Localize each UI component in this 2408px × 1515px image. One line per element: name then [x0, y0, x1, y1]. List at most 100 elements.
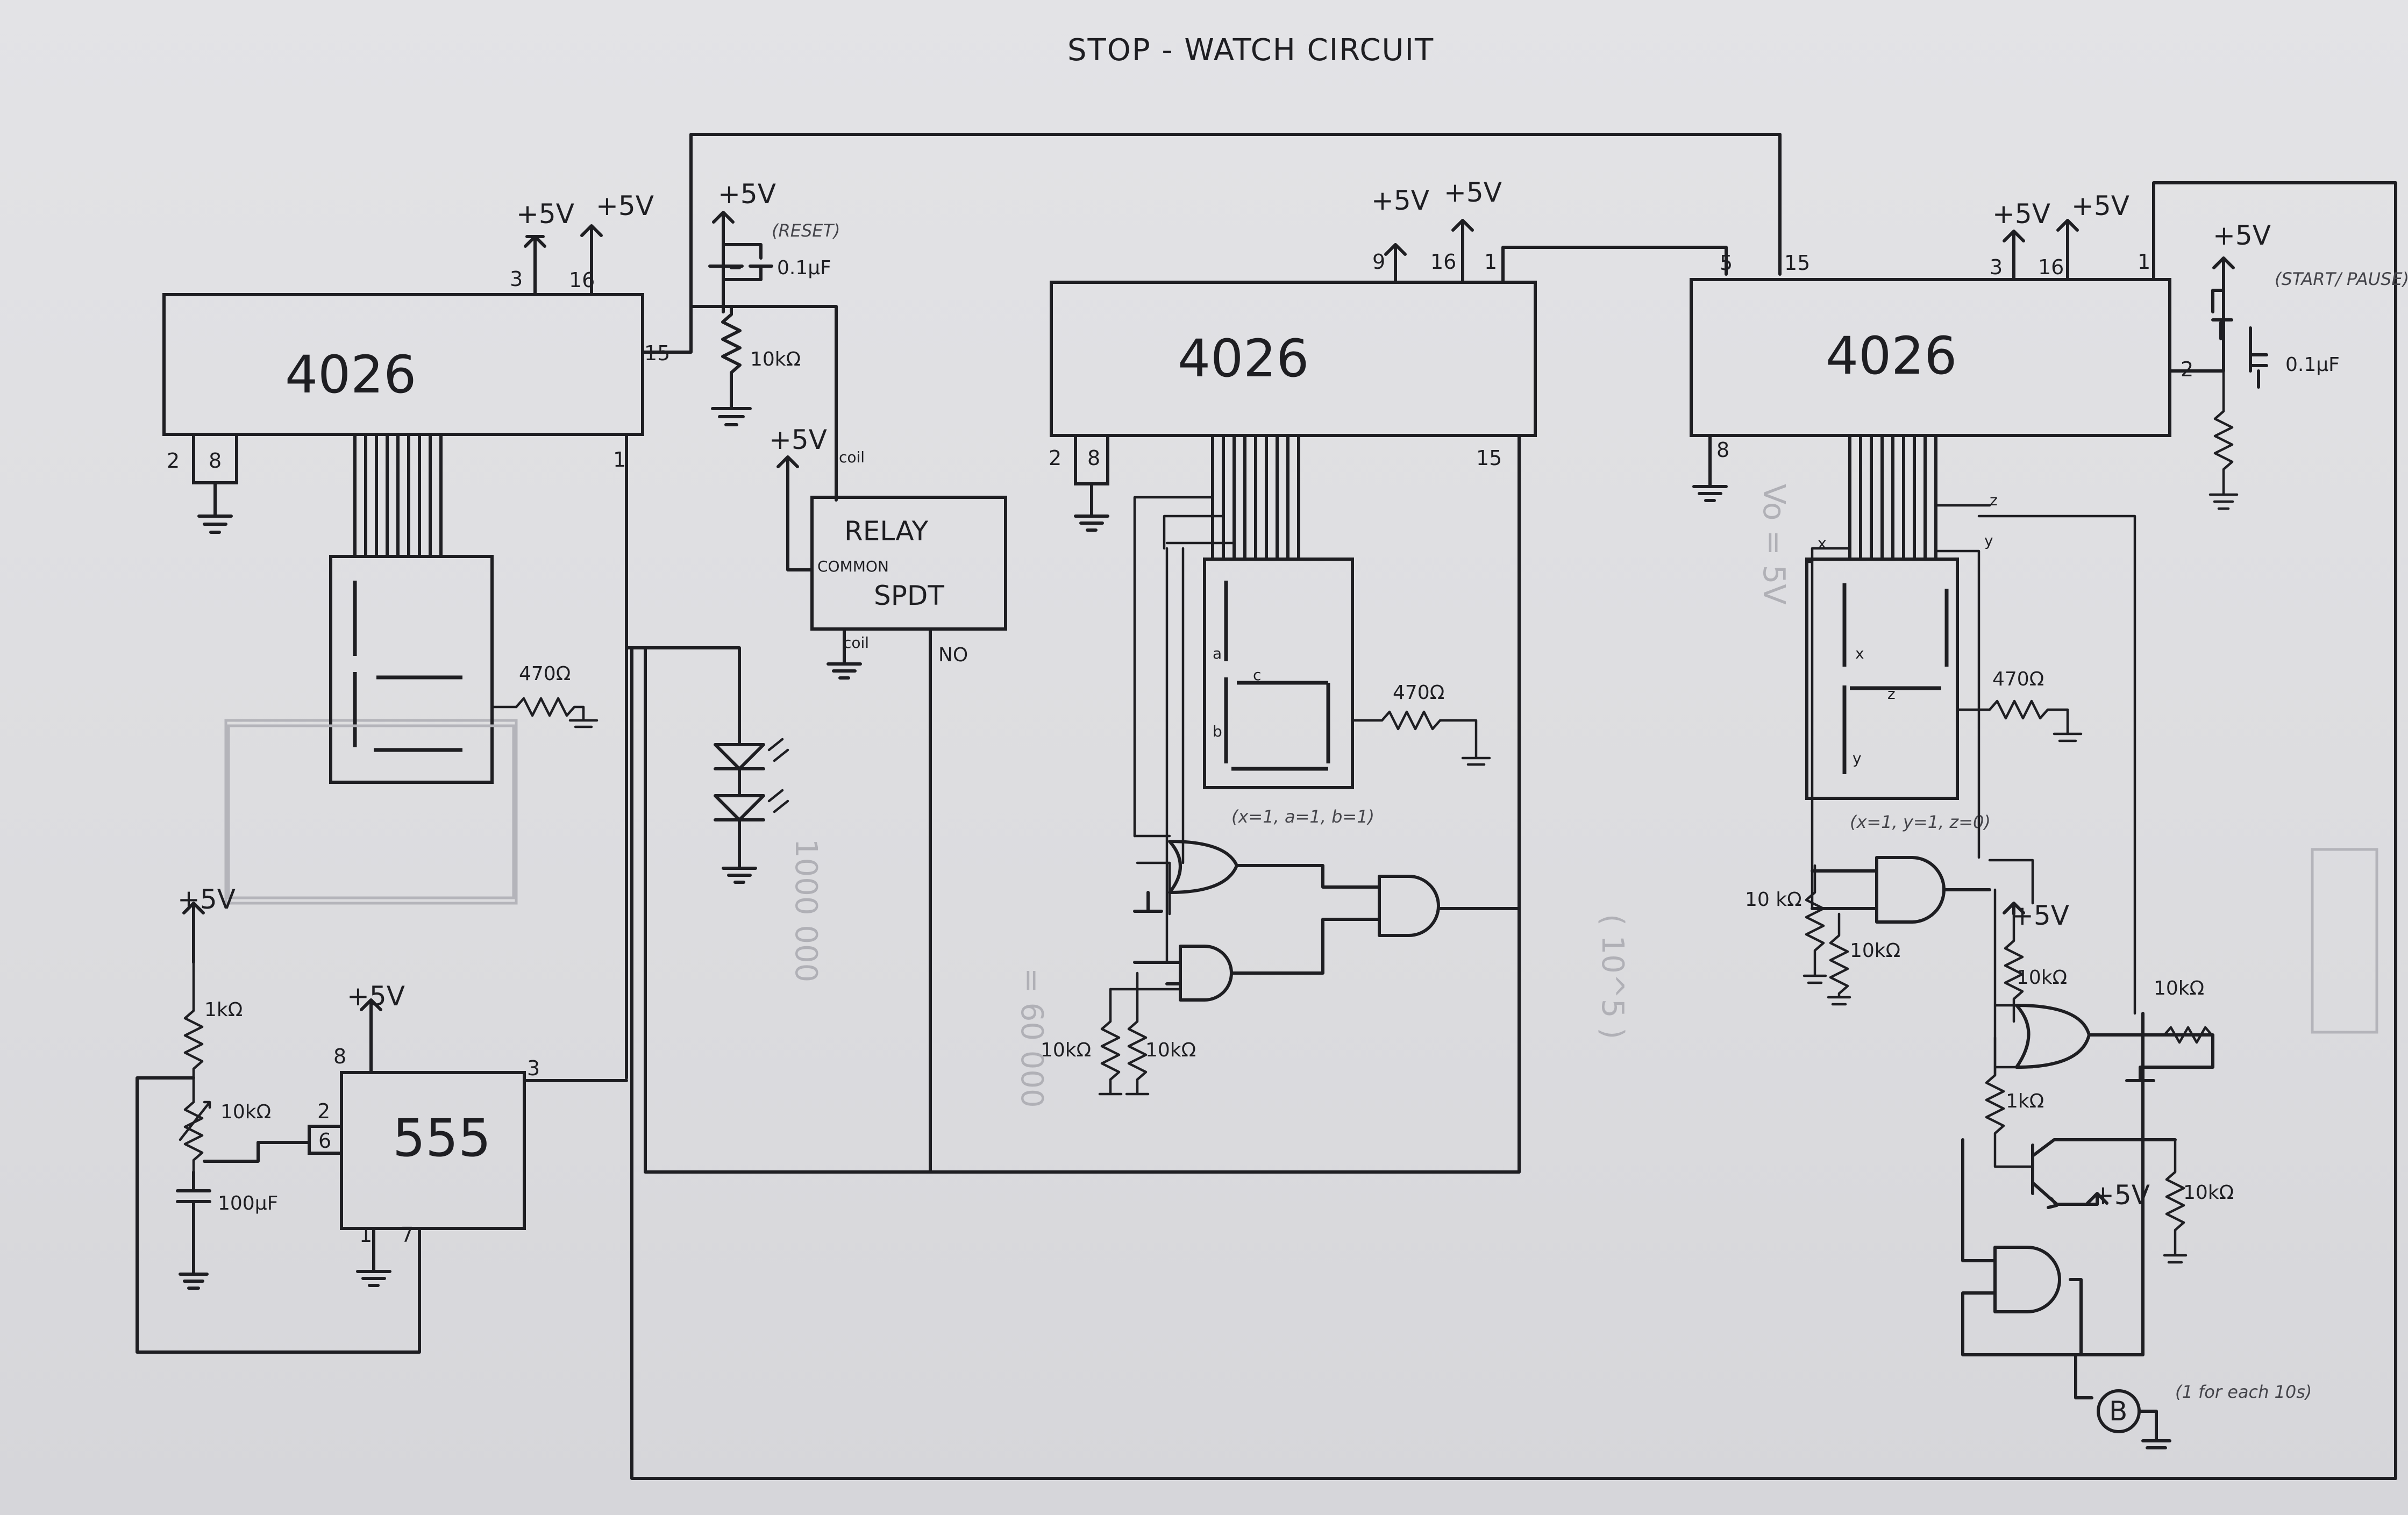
relay: RELAY SPDT COMMON coil coil NO +5V: [769, 424, 1007, 1174]
reset-label: (RESET): [772, 220, 840, 241]
vplus-label: +5V: [596, 190, 654, 221]
timer-label: 555: [393, 1108, 491, 1168]
svg-text:16: 16: [1430, 250, 1456, 274]
resistor-470-2: 470Ω: [1393, 682, 1444, 704]
svg-text:SPDT: SPDT: [874, 580, 944, 611]
timer-capacitor: 100µF: [218, 1192, 278, 1214]
resistor-and-a: 10kΩ: [1041, 1039, 1091, 1061]
resistor-emitter: 10kΩ: [2183, 1182, 2234, 1204]
svg-text:1: 1: [2138, 250, 2150, 274]
svg-text:RELAY: RELAY: [844, 516, 929, 547]
resistor-470-3: 470Ω: [1992, 668, 2044, 690]
timer-resistor: 1kΩ: [204, 999, 243, 1021]
svg-text:8: 8: [1087, 446, 1100, 470]
svg-text:b: b: [1213, 723, 1222, 740]
resistor-470-1: 470Ω: [519, 663, 571, 685]
svg-text:16: 16: [569, 268, 595, 292]
svg-text:+5V: +5V: [347, 981, 405, 1012]
resistor-or-top: 10kΩ: [2017, 967, 2067, 989]
start-capacitor: 0.1µF: [2285, 354, 2340, 376]
and-gate-3b: [1993, 1246, 2061, 1313]
svg-text:1: 1: [1484, 250, 1497, 274]
wire-carry-1: [641, 133, 1782, 354]
svg-text:3: 3: [527, 1056, 540, 1080]
svg-text:y: y: [1984, 532, 1993, 549]
reset-capacitor: 0.1µF: [777, 257, 831, 279]
counter-ic-1: 4026 3 16 +5V +5V 2 8 15 1: [162, 190, 670, 534]
svg-text:+5V: +5V: [718, 178, 776, 210]
svg-text:y: y: [1853, 749, 1862, 767]
svg-text:8: 8: [333, 1045, 346, 1068]
svg-text:a: a: [1213, 645, 1222, 662]
svg-text:15: 15: [1476, 446, 1502, 470]
buzzer-label: B: [2109, 1396, 2127, 1427]
condition-3: (x=1, y=1, z=0): [1850, 812, 1991, 832]
timer-555: 555 +5V 8 2 6 3 1 7 +5V 1kΩ 10kΩ 100µF: [136, 884, 628, 1354]
wire-reset-bus: [644, 646, 1521, 1174]
resistor-x: 10 kΩ: [1745, 889, 1802, 911]
svg-text:( 10^5 ): ( 10^5 ): [1595, 914, 1630, 1039]
svg-text:8: 8: [1716, 438, 1729, 462]
svg-text:7: 7: [401, 1223, 414, 1247]
start-pause-circuit: +5V (START/ PAUSE) 0.1µF: [2168, 220, 2408, 510]
seven-segment-display-3: x z y 470Ω (x=1, y=1, z=0): [1805, 434, 2083, 832]
svg-text:+5V: +5V: [1371, 185, 1429, 216]
svg-text:coil: coil: [839, 448, 865, 466]
svg-text:NO: NO: [938, 644, 968, 666]
counter-ic-3: 4026 5 15 3 16 1 +5V +5V 2 8: [1690, 190, 2193, 502]
start-pause-label: (START/ PAUSE): [2275, 269, 2408, 289]
svg-text:+5V: +5V: [1992, 198, 2050, 230]
svg-text:2: 2: [1049, 446, 1061, 470]
svg-text:+5V: +5V: [1444, 177, 1502, 208]
svg-text:+5V: +5V: [2071, 190, 2129, 221]
svg-text:1000 000: 1000 000: [788, 839, 823, 982]
bleed-through: 1000 000 = 60 000 Vo = 5V ( 10^5 ): [224, 484, 2378, 1108]
svg-text:z: z: [1990, 491, 1998, 509]
svg-text:c: c: [1253, 666, 1261, 684]
seven-segment-display-1: 470Ω: [227, 433, 599, 899]
resistor-or-right: 10kΩ: [2154, 977, 2204, 999]
resistor-and-2: 10kΩ: [1850, 940, 1900, 962]
diagram-title: STOP - WATCH CIRCUIT: [1067, 33, 1434, 68]
svg-text:+5V: +5V: [177, 884, 236, 915]
svg-text:+5V: +5V: [2011, 900, 2069, 931]
svg-text:8: 8: [209, 449, 222, 473]
svg-text:3: 3: [1990, 255, 2003, 279]
svg-text:6: 6: [318, 1129, 331, 1153]
svg-text:16: 16: [2038, 255, 2064, 279]
svg-text:1: 1: [359, 1223, 372, 1247]
decode-logic-2: 10kΩ 10kΩ: [1041, 496, 1521, 1096]
and-gate-2b: [1378, 875, 1440, 937]
and-gate-3a: [1875, 856, 1946, 924]
buzzer-note: (1 for each 10s): [2175, 1382, 2312, 1402]
wire-bottom-bus: [630, 181, 2397, 1480]
or-gate-2: [1168, 840, 1238, 894]
seven-segment-display-2: c a b 470Ω (x=1, a=1, b=1): [1203, 434, 1491, 827]
counter-1-label: 4026: [285, 345, 416, 405]
svg-text:5: 5: [1720, 251, 1733, 275]
svg-text:1: 1: [613, 448, 626, 471]
and-gate-2a: [1179, 945, 1233, 1002]
counter-3-label: 4026: [1826, 326, 1957, 386]
condition-2: (x=1, a=1, b=1): [1231, 806, 1374, 827]
wire-clock-2: [1501, 246, 1728, 284]
resistor-base: 1kΩ: [2006, 1090, 2044, 1112]
svg-text:+5V: +5V: [2213, 220, 2271, 251]
svg-text:2: 2: [167, 449, 180, 473]
svg-text:+5V: +5V: [769, 424, 827, 455]
counter-ic-2: 4026 9 16 1 +5V +5V 2 8 15: [1049, 177, 1537, 1174]
counter-2-label: 4026: [1178, 328, 1309, 389]
resistor-and-b: 10kΩ: [1145, 1039, 1196, 1061]
svg-text:15: 15: [1784, 251, 1810, 275]
reset-circuit: +5V (RESET) 0.1µF 10kΩ: [689, 178, 840, 502]
svg-text:coil: coil: [843, 634, 869, 652]
decode-logic-3: z y x 10 kΩ 10kΩ +5V 10kΩ 10kΩ 1kΩ +5V 1…: [1745, 491, 2312, 1449]
svg-text:x: x: [1855, 645, 1864, 662]
svg-text:2: 2: [317, 1099, 330, 1123]
reset-resistor: 10kΩ: [750, 348, 801, 370]
svg-text:x: x: [1818, 534, 1827, 552]
vplus-label: +5V: [516, 198, 574, 230]
svg-text:9: 9: [1372, 250, 1385, 274]
